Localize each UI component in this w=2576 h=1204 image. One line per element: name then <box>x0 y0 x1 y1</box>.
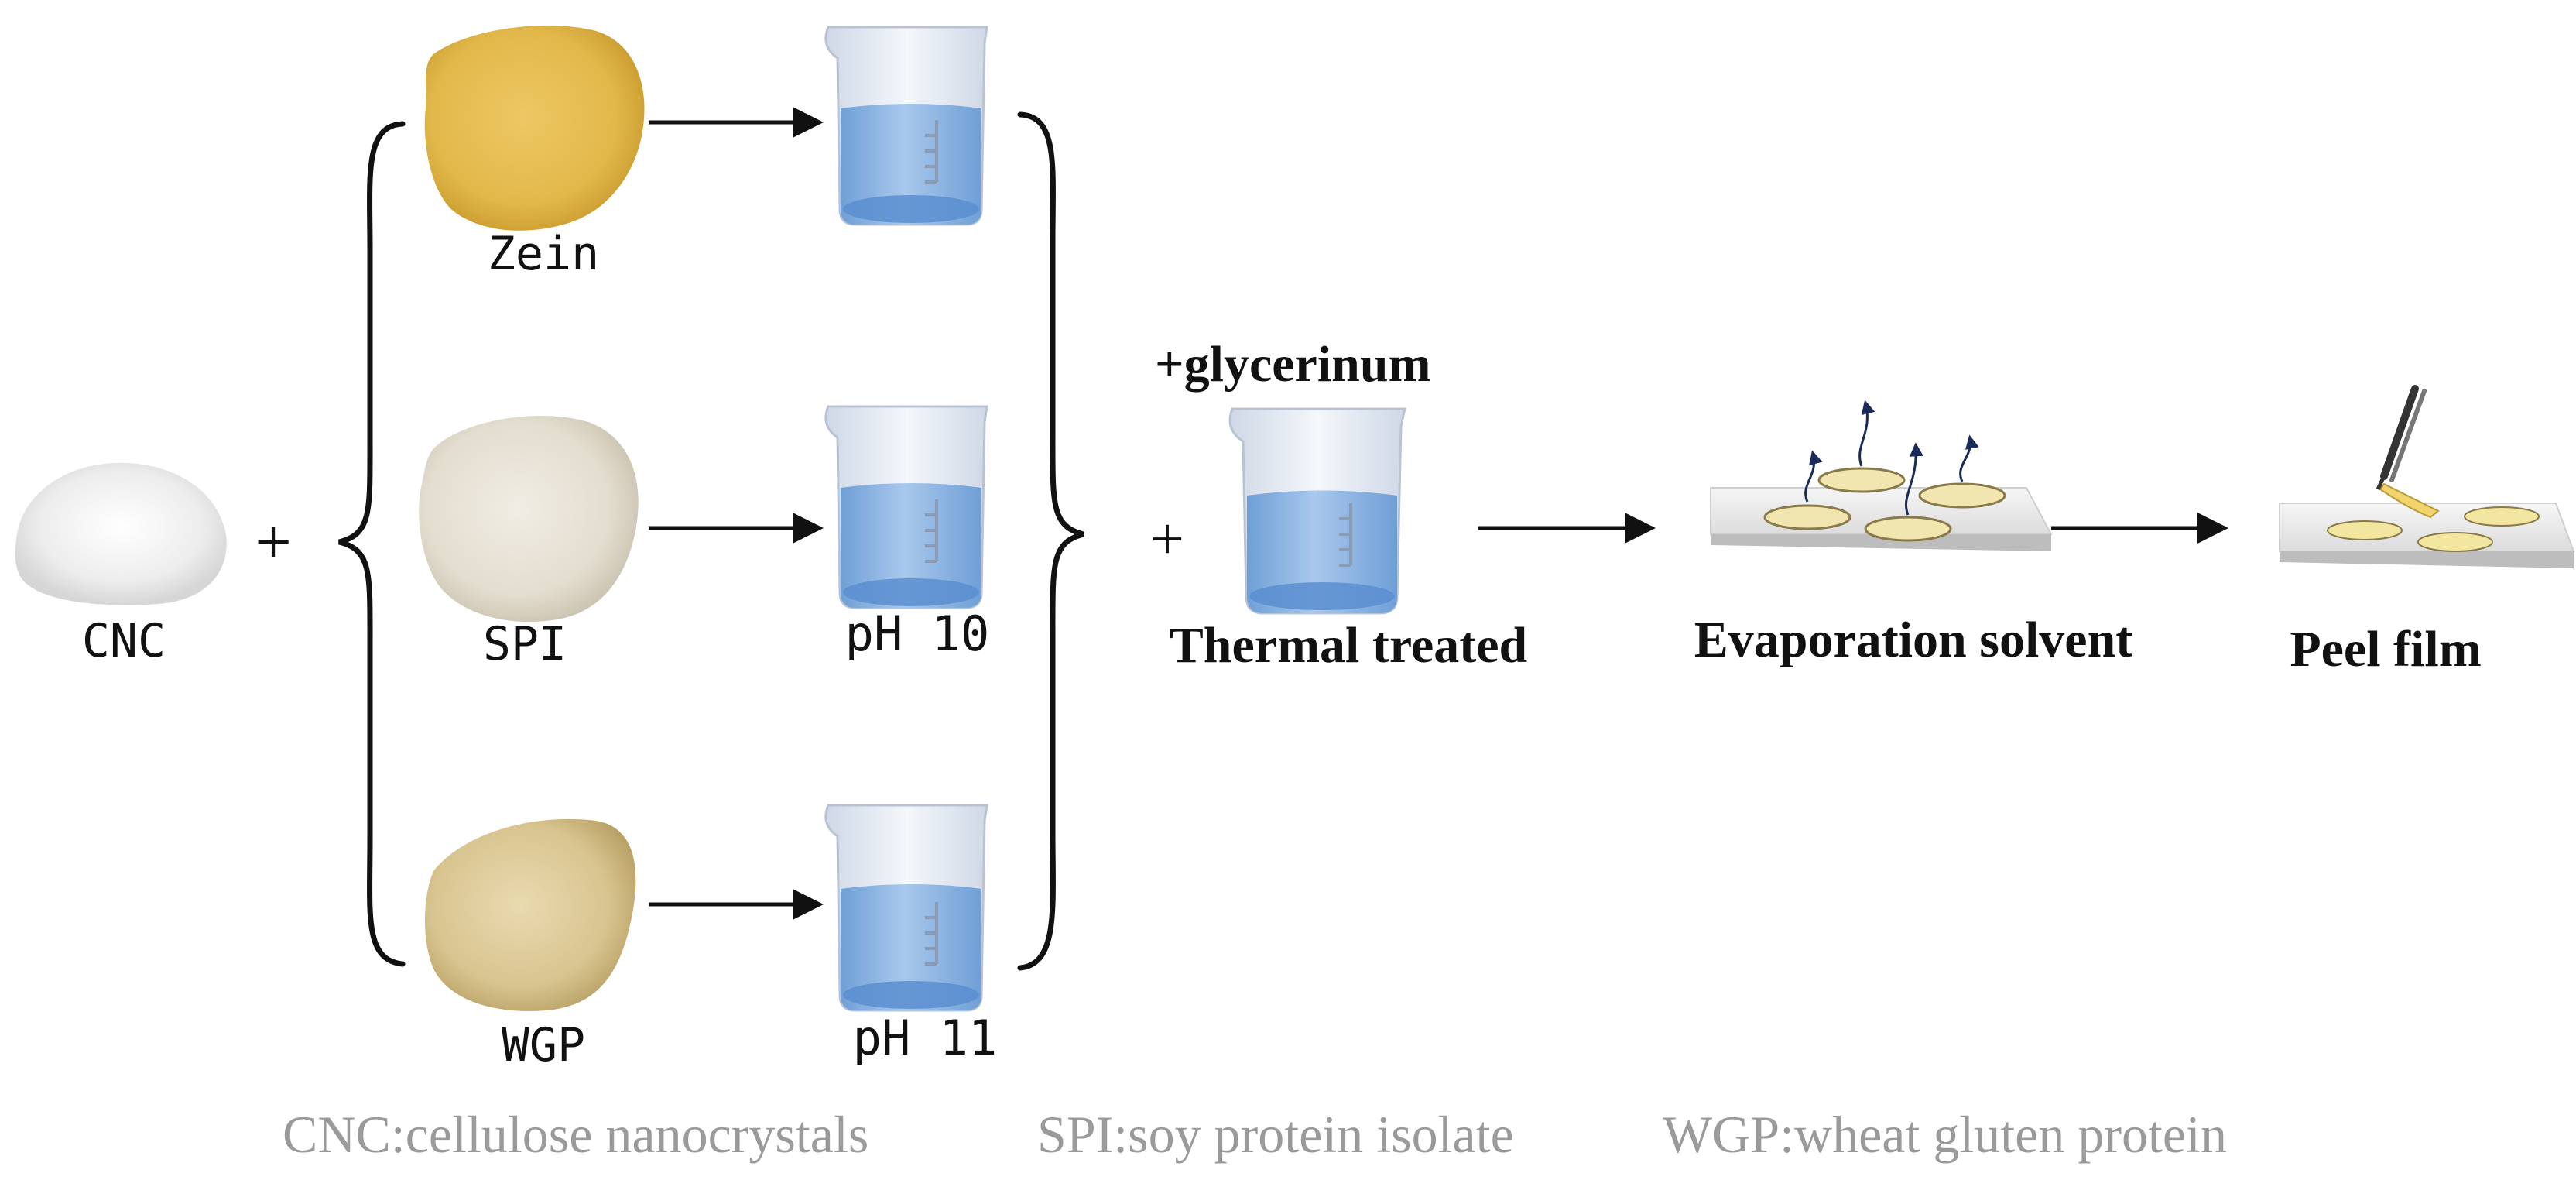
plus-cnc: + <box>255 506 291 578</box>
plus-mixture: + <box>1150 505 1184 572</box>
ph-wgp-label: pH 11 <box>853 1010 998 1066</box>
beaker-mixture-icon <box>1228 407 1406 615</box>
legend: CNC:cellulose nanocrystals SPI:soy prote… <box>283 1105 2227 1164</box>
right-brace <box>1017 111 1084 971</box>
zein-label: Zein <box>488 227 600 281</box>
legend-cnc: CNC:cellulose nanocrystals <box>283 1105 868 1164</box>
glycerinum-label: +glycerinum <box>1155 336 1431 393</box>
legend-wgp: WGP:wheat gluten protein <box>1663 1105 2227 1164</box>
tweezers-icon <box>2376 385 2427 491</box>
beaker-zein-icon <box>824 26 988 226</box>
peel-plate-icon <box>2279 385 2575 568</box>
legend-spi: SPI:soy protein isolate <box>1037 1105 1514 1164</box>
left-brace <box>338 121 406 967</box>
spi-label: SPI <box>483 617 567 671</box>
cnc-powder-icon <box>15 462 227 605</box>
ph-spi-label: pH 10 <box>845 605 990 662</box>
thermal-treated-label: Thermal treated <box>1170 617 1527 674</box>
peel-film-label: Peel film <box>2290 621 2481 677</box>
beaker-wgp-icon <box>824 804 988 1012</box>
cnc-label: CNC <box>82 614 166 668</box>
spi-powder-icon <box>419 415 639 623</box>
wgp-label: WGP <box>502 1018 585 1072</box>
evaporation-solvent-label: Evaporation solvent <box>1694 612 2133 668</box>
beaker-spi-icon <box>824 405 988 609</box>
zein-powder-icon <box>424 25 645 231</box>
evaporation-plate-icon <box>1710 400 2053 551</box>
wgp-powder-icon <box>424 818 636 1011</box>
